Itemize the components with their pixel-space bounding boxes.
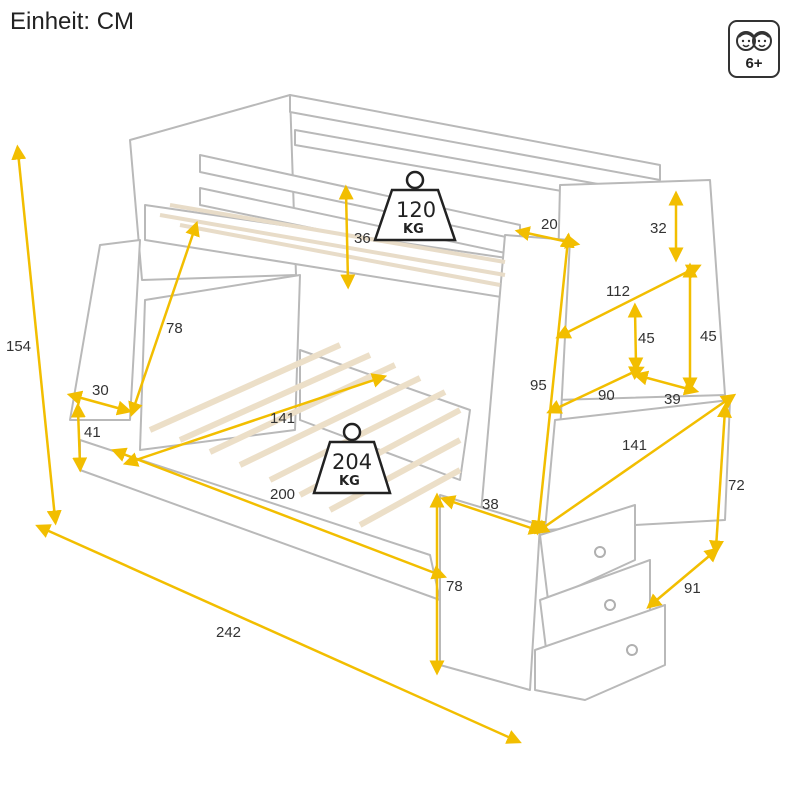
- label-cabinet-height: 78: [446, 578, 463, 595]
- label-total-length: 242: [216, 624, 242, 641]
- label-shelf-lower-depth: 39: [664, 391, 681, 408]
- drawer-knob-bottom: [626, 644, 638, 656]
- drawer-knob-top: [594, 546, 606, 558]
- label-shelf-lower: 90: [598, 387, 615, 404]
- drawer-knob-middle: [604, 599, 616, 611]
- arrow-step: [66, 390, 133, 416]
- weight-icon: [312, 170, 457, 495]
- label-shelf-top: 32: [650, 220, 667, 237]
- arrow-total-height: [11, 144, 62, 526]
- label-desk-length: 141: [622, 437, 648, 454]
- label-shelf-inner: 45: [638, 330, 655, 347]
- desk: [544, 399, 731, 531]
- label-ladder-length: 78: [166, 320, 183, 337]
- dimension-arrows: [11, 144, 737, 744]
- label-desk-height: 72: [728, 477, 745, 494]
- arrow-lower-length: [110, 447, 448, 580]
- unit-label: Einheit: CM: [10, 8, 135, 35]
- arrow-shelf-lower-depth: [632, 370, 700, 396]
- age-badge: 6+: [728, 20, 780, 78]
- lower-weight-value: 204: [332, 450, 373, 474]
- label-ladder-step: 30: [92, 382, 109, 399]
- lower-weight-unit: KG: [339, 474, 360, 489]
- arrow-shelf-inner: [627, 302, 644, 373]
- label-drawer-depth: 91: [684, 580, 701, 597]
- label-cabinet-depth: 38: [482, 496, 499, 513]
- arrow-desk-length: [533, 393, 737, 535]
- upper-weight-value: 120: [396, 198, 437, 222]
- label-upper-guard: 36: [354, 230, 371, 247]
- label-post-height: 41: [84, 424, 101, 441]
- label-lower-length: 200: [270, 486, 296, 503]
- arrow-drawer-depth: [646, 547, 720, 609]
- lower-bed-frame: [79, 439, 441, 601]
- shelf-unit: [554, 179, 726, 401]
- upper-weight-unit: KG: [403, 222, 424, 237]
- upper-back-rail: [289, 94, 661, 181]
- arrow-upper-guard: [338, 184, 356, 290]
- label-lower-width: 141: [270, 410, 296, 427]
- label-total-height: 154: [6, 338, 32, 355]
- arrow-post: [70, 402, 88, 473]
- label-side-height: 95: [530, 377, 547, 394]
- drawer-bottom: [534, 604, 666, 701]
- two-children-faces-icon: [736, 31, 772, 51]
- age-text: 6+: [745, 55, 763, 72]
- arrow-shelf-width: [555, 264, 702, 339]
- arrow-cabinet-depth: [439, 495, 545, 535]
- label-shelf-width: 112: [606, 283, 630, 300]
- arrow-desk-height: [709, 402, 732, 556]
- label-shelf-right: 45: [700, 328, 717, 345]
- label-shelf-depth: 20: [541, 216, 558, 233]
